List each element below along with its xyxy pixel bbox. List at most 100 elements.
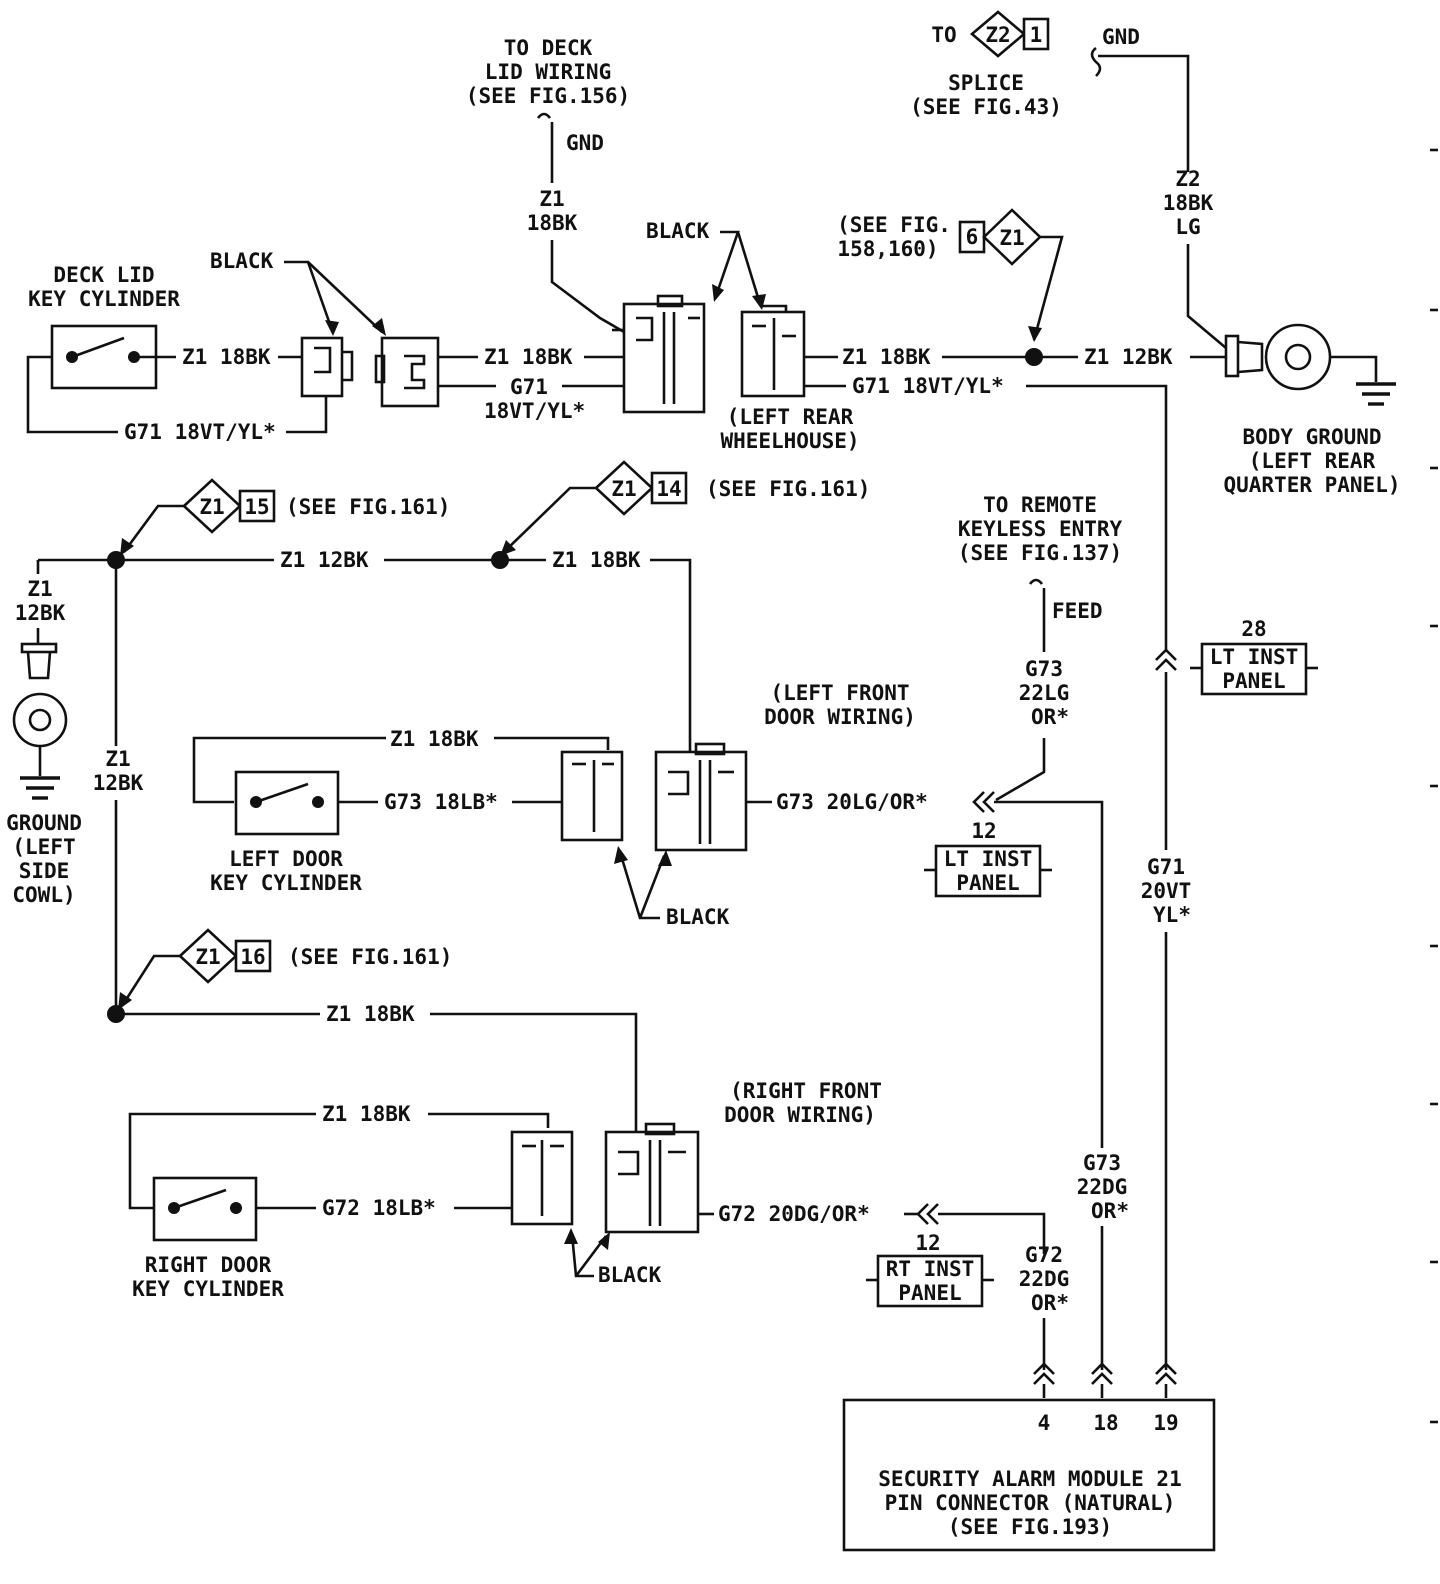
main-splice-row: Z1 12BK Z1 18BK: [36, 548, 692, 752]
lt-inst-28-title-1: LT INST: [1210, 645, 1299, 669]
g73-vertical: G73 22DG OR*: [1077, 1151, 1129, 1370]
module-pin-19-mark: [1155, 1362, 1177, 1385]
deck-lid-g71-wire-left: [26, 355, 118, 434]
wheelhouse-black-leader-b: [736, 231, 762, 305]
deck-lid-small-connector: [300, 336, 344, 398]
g72-wire-down-top: [938, 1212, 1046, 1254]
lt-inst-28-title-2: PANEL: [1222, 669, 1285, 693]
lf-key-title-1: LEFT DOOR: [229, 847, 343, 871]
fig158-arrow-head: [1028, 326, 1042, 342]
splice-break-mark: [1090, 46, 1102, 77]
lf-door-inline-connector-mark: [972, 791, 995, 813]
deck-lid-switch-blade: [71, 336, 125, 359]
deck-lid-gnd-label: GND: [566, 131, 604, 155]
fig158-see-1: (SEE FIG.: [837, 213, 951, 237]
body-ground-terminal: [1264, 323, 1332, 391]
module-pin-4: 4: [1038, 1411, 1051, 1435]
rf-door-conn-b-pins-left: [618, 1150, 640, 1176]
rf-key-title-2: KEY CYLINDER: [132, 1277, 284, 1301]
lf-door-title-1: (LEFT FRONT: [770, 681, 909, 705]
lf-door-conn-b-latch: [694, 742, 726, 756]
rf-door-z1-feed-b: [430, 1012, 638, 1132]
body-ground: BODY GROUND (LEFT REAR QUARTER PANEL): [1223, 323, 1401, 497]
rt-inst-12-box: [876, 1254, 984, 1308]
deck-conn-black-leader-b: [307, 261, 383, 333]
lf-door-z1-wire-right: [494, 736, 610, 750]
deck-lid-small-conn-pin: [314, 346, 332, 374]
module-pin-18-mark: [1091, 1362, 1113, 1385]
lf-door-z1-loop: [192, 736, 386, 804]
rf-door-g72-20-label: G72 20DG/OR*: [718, 1202, 870, 1226]
wheelhouse-title-2: WHEELHOUSE): [720, 429, 859, 453]
lf-key-switch-blade: [255, 782, 309, 804]
main-z1-12-label: Z1 12BK: [280, 548, 369, 572]
g73-vertical-gauge: 22DG: [1077, 1175, 1128, 1199]
left-door-key-cylinder: LEFT DOOR KEY CYLINDER: [210, 770, 362, 895]
rf-door-connector-b: [604, 1130, 700, 1234]
module-title-1: SECURITY ALARM MODULE 21: [878, 1467, 1181, 1491]
body-ground-title-1: BODY GROUND: [1242, 425, 1381, 449]
splice-see: (SEE FIG.43): [910, 95, 1062, 119]
left-ground-terminal: [12, 692, 68, 748]
lf-door-g73-20-label: G73 20LG/OR*: [776, 790, 928, 814]
left-front-door: (LEFT FRONT DOOR WIRING) Z1 18BK G73 18L…: [192, 681, 1104, 1148]
main-z1-18-wire-b: [650, 558, 692, 752]
lt-inst-28-box: [1200, 642, 1308, 696]
wheelhouse-conn-a-latch: [656, 294, 684, 308]
lt-inst-28-pin: 28: [1241, 617, 1266, 641]
z1-14-code: Z1: [611, 477, 636, 501]
wheelhouse-title-1: (LEFT REAR: [727, 405, 854, 429]
z1-trunk-circuit: Z1: [105, 747, 130, 771]
z1-16-arrow-head: [118, 992, 132, 1010]
module-see: (SEE FIG.193): [948, 1515, 1112, 1539]
lt-inst-28-connector-mark: [1155, 648, 1177, 671]
deck-conn-z1-label: Z1 18BK: [484, 345, 573, 369]
lf-door-title-2: DOOR WIRING): [764, 705, 916, 729]
z1-trunk-gauge: 12BK: [93, 771, 144, 795]
wheelhouse-conn-b-latch: [762, 304, 788, 312]
deck-lid-mate-latch: [374, 354, 386, 384]
left-ground-gauge: 12BK: [15, 601, 66, 625]
z1-15-see: (SEE FIG.161): [286, 495, 450, 519]
remote-keyless-break: [1028, 578, 1044, 585]
deck-conn-black-label: BLACK: [210, 249, 274, 273]
z1-15-pin-box: [238, 489, 276, 523]
wheelhouse-black-arrow-b: [752, 294, 766, 310]
g73-vertical-tracer: OR*: [1091, 1199, 1129, 1223]
deck-lid-break-mark: [536, 112, 552, 119]
lf-door-black-label: BLACK: [666, 905, 730, 929]
main-z1-18-label: Z1 18BK: [552, 548, 641, 572]
g73-wire-down: [994, 800, 1104, 1148]
wheelhouse-conn-a-pins-left: [636, 316, 654, 342]
lf-door-conn-b-pins-left: [668, 770, 690, 796]
rf-door-inline-connector-mark: [916, 1203, 939, 1225]
deck-conn-black-arrow-b: [372, 318, 386, 336]
fig158-ref: (SEE FIG. 158,160) 6 Z1: [837, 208, 1064, 342]
splice-pin: 1: [1030, 23, 1043, 47]
z1-14-ref: Z1 14 (SEE FIG.161): [500, 460, 870, 556]
left-ground-title-3: SIDE: [19, 859, 70, 883]
lf-door-black-arrow-b: [658, 850, 672, 866]
left-ground: Z1 12BK GROUND (LEFT SIDE COWL): [6, 560, 82, 907]
body-ground-bolt: [1284, 343, 1312, 371]
left-ground-tab: [20, 642, 58, 654]
rt-inst-12-title-2: PANEL: [898, 1281, 961, 1305]
left-ground-bolt: [28, 708, 52, 732]
rf-key-title-1: RIGHT DOOR: [145, 1253, 272, 1277]
rf-door-z1-top-label: Z1 18BK: [326, 1002, 415, 1026]
rf-door-g72-label: G72 18LB*: [322, 1196, 436, 1220]
z1-16-ref: Z1 16 (SEE FIG.161): [118, 928, 452, 1010]
z1-16-pin: 16: [240, 945, 265, 969]
deck-lid-wire-circuit: Z1: [539, 187, 564, 211]
splice-label: SPLICE: [948, 71, 1024, 95]
g72-vertical-tracer: OR*: [1031, 1291, 1069, 1315]
rf-door-black-arrow-b: [598, 1232, 610, 1250]
rear-splice-z1-12-label: Z1 12BK: [1084, 345, 1173, 369]
security-module-box: [842, 1398, 1216, 1552]
left-ground-title-1: GROUND: [6, 811, 82, 835]
z1-trunk: Z1 12BK: [93, 560, 144, 1023]
z1-14-see: (SEE FIG.161): [706, 477, 870, 501]
remote-g73-circuit: G73: [1025, 657, 1063, 681]
fig158-arrow-line: [1032, 235, 1064, 341]
